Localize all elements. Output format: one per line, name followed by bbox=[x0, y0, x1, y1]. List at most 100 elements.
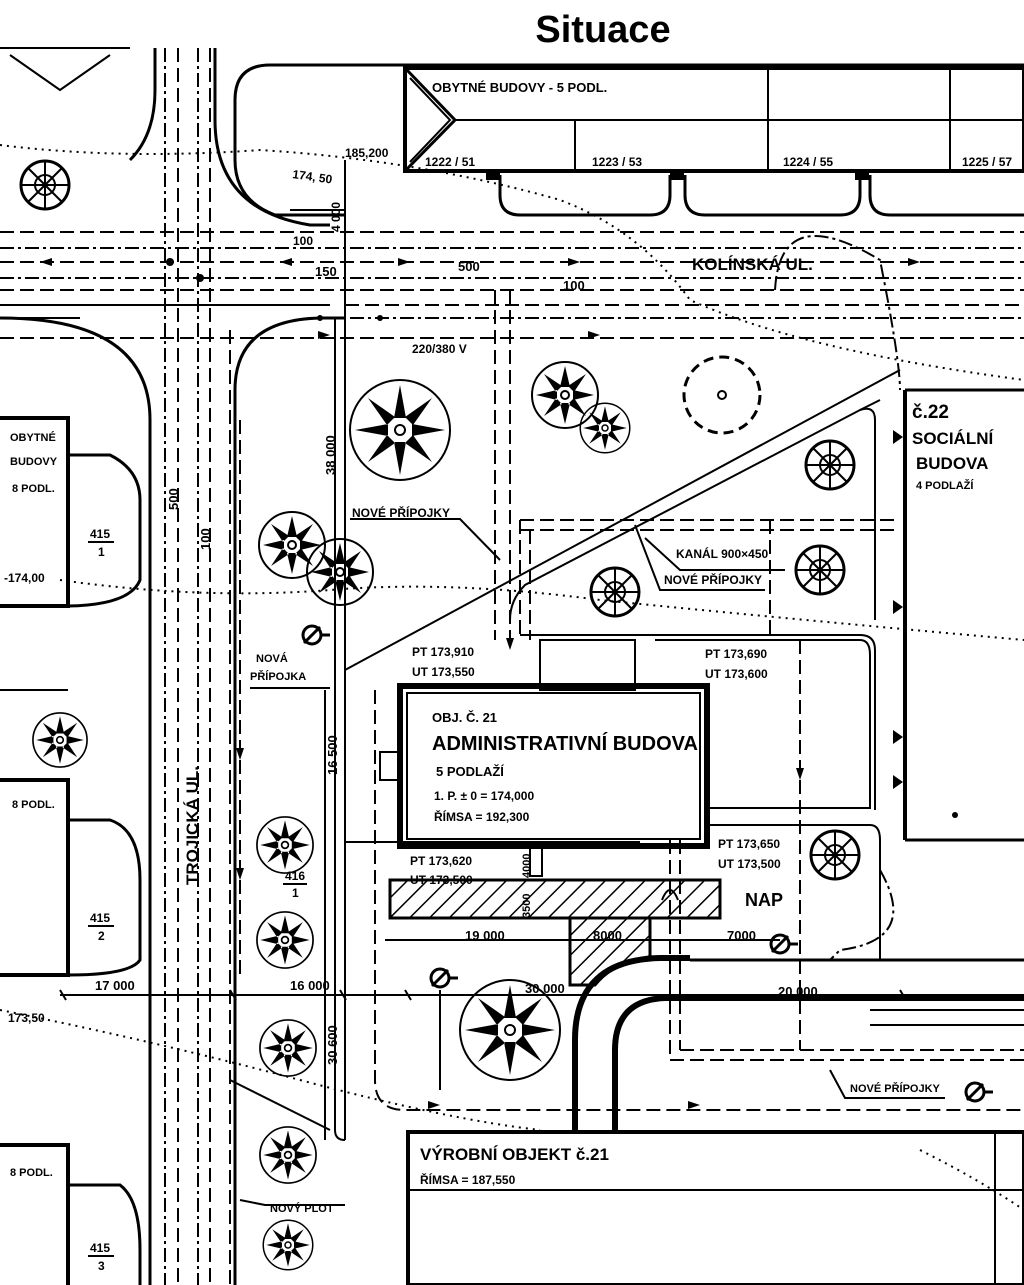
tree-icon bbox=[262, 1219, 314, 1271]
label-parcel: 415 bbox=[90, 911, 110, 925]
label-level: PT 173,650 bbox=[718, 837, 780, 851]
label-production-building: VÝROBNÍ OBJEKT č.21 bbox=[420, 1145, 609, 1164]
label-nap: NAP bbox=[745, 890, 783, 910]
label-parcel: 1 bbox=[98, 545, 105, 559]
label-parcel: 3 bbox=[98, 1259, 105, 1273]
label-lot: 1225 / 57 bbox=[962, 155, 1012, 169]
label-elevation: 185,200 bbox=[345, 146, 389, 160]
label-dimension: 20 000 bbox=[778, 984, 818, 999]
label-level: UT 173,550 bbox=[412, 665, 475, 679]
label-social-number: č.22 bbox=[912, 402, 949, 423]
production-building bbox=[406, 1130, 1024, 1285]
social-building bbox=[893, 388, 1024, 842]
label-new-fence: NOVÝ PLOT bbox=[270, 1202, 334, 1215]
label-dimension: 500 bbox=[166, 488, 181, 510]
tree-icon bbox=[19, 159, 71, 211]
label-residential: 8 PODL. bbox=[12, 799, 55, 811]
label-social-floors: 4 PODLAŽÍ bbox=[916, 479, 974, 492]
label-residential: BUDOVY bbox=[10, 456, 58, 468]
label-building-cornice: ŘÍMSA = 192,300 bbox=[434, 809, 530, 824]
label-level: PT 173,620 bbox=[410, 854, 472, 868]
hydrant-icon bbox=[301, 624, 332, 646]
label-connections: NOVÉ PŘÍPOJKY bbox=[850, 1082, 941, 1095]
label-dimension: 16 000 bbox=[290, 978, 330, 993]
label-residential: 8 PODL. bbox=[12, 483, 55, 495]
label-dimension: 38 000 bbox=[323, 435, 338, 475]
label-elevation: 173,50 bbox=[8, 1011, 45, 1025]
label-production-cornice: ŘÍMSA = 187,550 bbox=[420, 1172, 516, 1187]
tree-icon bbox=[258, 511, 326, 579]
tree-icon bbox=[579, 402, 631, 454]
administrative-building bbox=[379, 683, 722, 987]
tree-icon bbox=[531, 361, 599, 429]
street-name-kolinska: KOLÍNSKÁ UL. bbox=[692, 255, 813, 274]
label-parcel: 415 bbox=[90, 1241, 110, 1255]
label-dimension: 100 bbox=[198, 528, 213, 550]
label-new-connection: PŘÍPOJKA bbox=[250, 670, 306, 683]
label-voltage: 220/380 V bbox=[412, 342, 467, 356]
hydrant-icon bbox=[769, 933, 800, 955]
tree-icon bbox=[256, 911, 314, 969]
label-elevation: 174, 50 bbox=[292, 167, 334, 186]
label-parcel: 415 bbox=[90, 527, 110, 541]
label-lot: 1223 / 53 bbox=[592, 155, 642, 169]
label-dimension: 4 000 bbox=[329, 202, 343, 232]
site-roads bbox=[0, 144, 1024, 1211]
label-building-level: 1. P. ± 0 = 174,000 bbox=[434, 789, 534, 803]
label-parcel: 2 bbox=[98, 929, 105, 943]
hydrant-icon bbox=[429, 967, 460, 989]
label-social-name: SOCIÁLNÍ bbox=[912, 429, 995, 448]
tree-icon bbox=[32, 712, 88, 768]
label-channel: KANÁL 900×450 bbox=[676, 546, 768, 561]
label-level: UT 173,500 bbox=[410, 873, 473, 887]
label-dimension: 7000 bbox=[727, 928, 756, 943]
street-geometry bbox=[0, 47, 1024, 1285]
label-residential: 8 PODL. bbox=[10, 1167, 53, 1179]
label-dimension: 4000 bbox=[521, 854, 533, 878]
label-pipe: 100 bbox=[563, 278, 585, 293]
label-building-number: OBJ. Č. 21 bbox=[432, 710, 497, 725]
tree-icon bbox=[256, 816, 314, 874]
label-parcel: 416 bbox=[285, 869, 305, 883]
tree-icon bbox=[259, 1126, 317, 1184]
label-connections: NOVÉ PŘÍPOJKY bbox=[352, 505, 450, 520]
label-dimension: 3500 bbox=[521, 894, 533, 918]
label-dimension: 17 000 bbox=[95, 978, 135, 993]
label-lot: 1222 / 51 bbox=[425, 155, 475, 169]
label-dimension: 8000 bbox=[593, 928, 622, 943]
label-building-name: ADMINISTRATIVNÍ BUDOVA bbox=[432, 732, 698, 755]
hydrant-icon bbox=[964, 1081, 995, 1103]
label-level: PT 173,690 bbox=[705, 647, 767, 661]
page-title: Situace bbox=[535, 9, 670, 51]
tree-icon bbox=[794, 544, 846, 596]
street-name-trojicka: TROJICKÁ UL. bbox=[183, 766, 202, 885]
left-residential-buildings bbox=[0, 416, 142, 1285]
label-pipe: 150 bbox=[315, 264, 337, 279]
label-parcel: 1 bbox=[292, 886, 299, 900]
tree-icon bbox=[306, 538, 374, 606]
trees bbox=[19, 159, 861, 1271]
label-elevation: -174,00 bbox=[4, 571, 45, 585]
label-dimension: 19 000 bbox=[465, 928, 505, 943]
leader-lines bbox=[229, 518, 945, 1206]
label-obytne-top: OBYTNÉ BUDOVY - 5 PODL. bbox=[432, 80, 607, 95]
label-residential: OBYTNÉ bbox=[10, 431, 56, 444]
label-dimension: 30 600 bbox=[325, 1025, 340, 1065]
tree-icon bbox=[349, 379, 451, 481]
label-building-floors: 5 PODLAŽÍ bbox=[436, 764, 504, 779]
label-lot: 1224 / 55 bbox=[783, 155, 833, 169]
label-pipe: 500 bbox=[458, 259, 480, 274]
tree-icon bbox=[259, 1019, 317, 1077]
hydrants bbox=[301, 624, 995, 1103]
label-level: UT 173,600 bbox=[705, 667, 768, 681]
tree-icon bbox=[589, 566, 641, 618]
label-level: PT 173,910 bbox=[412, 645, 474, 659]
plan-labels: OBYTNÉ BUDOVY - 5 PODL. 1222 / 51 1223 /… bbox=[4, 80, 1012, 1273]
label-dimension: 30 000 bbox=[525, 981, 565, 996]
label-level: UT 173,500 bbox=[718, 857, 781, 871]
label-dimension: 16 500 bbox=[325, 735, 340, 775]
top-residential-buildings bbox=[403, 66, 1024, 217]
flow-arrows bbox=[40, 258, 958, 1109]
label-pipe: 100 bbox=[293, 234, 313, 248]
